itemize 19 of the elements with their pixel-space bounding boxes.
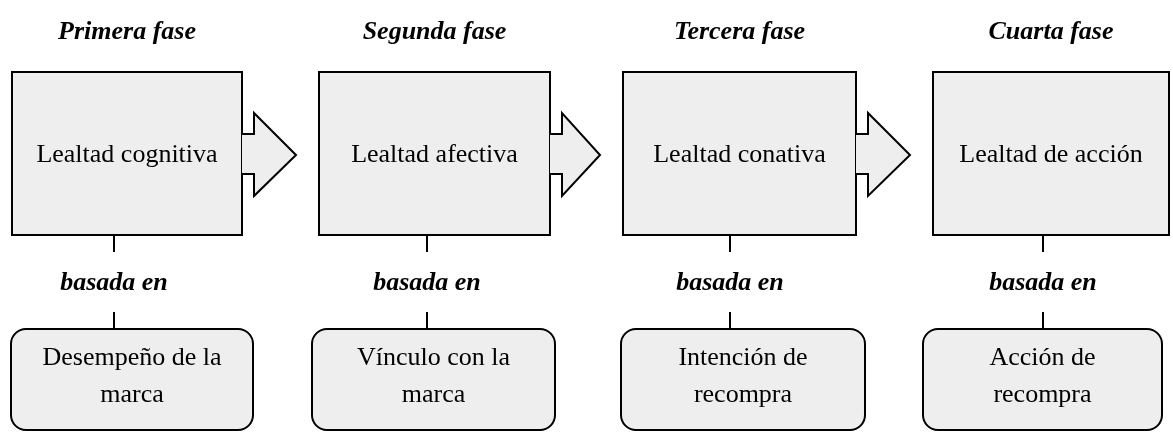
box-text: Intención de recompra bbox=[677, 341, 809, 410]
box-text: Desempeño de la marca bbox=[41, 341, 223, 410]
box-text: Acción de recompra bbox=[988, 341, 1097, 410]
block-arrow bbox=[549, 110, 602, 199]
box-text: Vínculo con la marca bbox=[355, 341, 512, 410]
phase-heading: Tercera fase bbox=[673, 15, 806, 47]
box-text: Lealtad de acción bbox=[959, 138, 1143, 170]
rounded-box bbox=[922, 328, 1163, 431]
rounded-box bbox=[620, 328, 866, 431]
phase-heading: Cuarta fase bbox=[988, 15, 1114, 47]
phase-heading: Segunda fase bbox=[362, 15, 507, 47]
block-arrow bbox=[855, 110, 912, 199]
rounded-box bbox=[311, 328, 556, 431]
box-text: Lealtad conativa bbox=[653, 138, 826, 170]
block-arrow bbox=[241, 110, 298, 199]
rounded-box bbox=[10, 328, 254, 431]
phase-heading: Primera fase bbox=[58, 15, 196, 47]
box-text: Lealtad cognitiva bbox=[36, 138, 218, 170]
box-text: Lealtad afectiva bbox=[351, 138, 518, 170]
